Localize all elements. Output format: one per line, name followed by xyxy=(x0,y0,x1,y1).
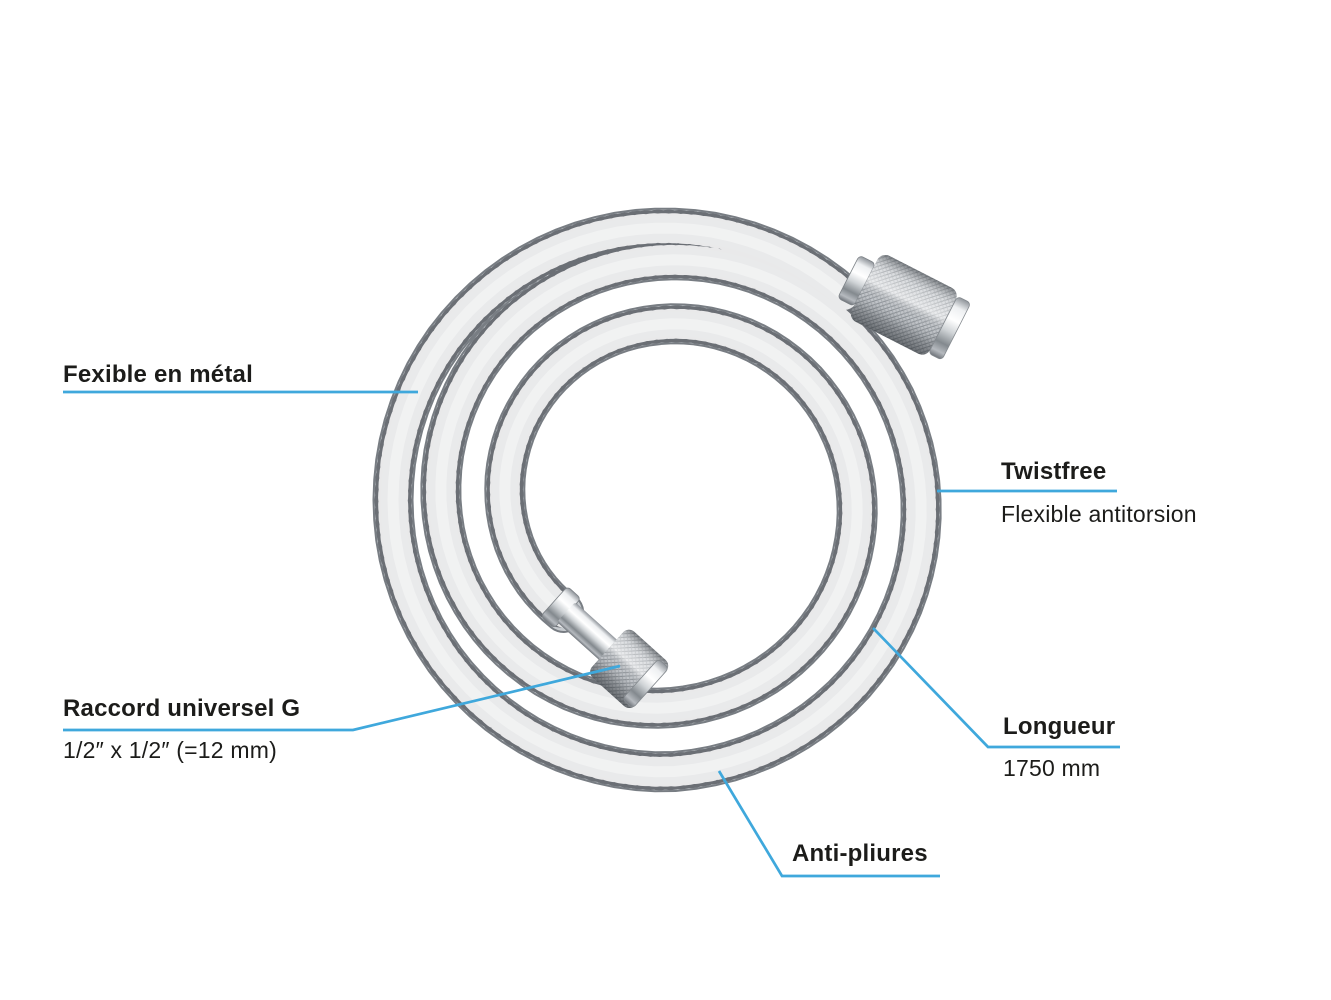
callout-anti-pliures-title: Anti-pliures xyxy=(792,840,928,867)
callout-twistfree-title: Twistfree xyxy=(1001,458,1107,485)
callout-flexible-metal: Fexible en métal xyxy=(63,360,253,389)
callout-line-anti-pliures xyxy=(717,770,940,878)
callout-line-raccord xyxy=(63,664,621,732)
callout-lines xyxy=(63,390,1120,878)
callout-raccord: Raccord universel G xyxy=(63,694,300,723)
callout-flexible-metal-title: Fexible en métal xyxy=(63,361,253,388)
shower-hose-image xyxy=(372,207,942,793)
hose-connector-outlet xyxy=(838,254,970,360)
callout-anti-pliures: Anti-pliures xyxy=(792,839,928,868)
callout-twistfree-subtitle: Flexible antitorsion xyxy=(1001,500,1197,528)
callout-raccord-title: Raccord universel G xyxy=(63,695,301,722)
callout-twistfree: Twistfree xyxy=(1001,457,1106,486)
callout-longueur-subtitle-text: 1750 mm xyxy=(1003,755,1101,781)
callout-longueur: Longueur xyxy=(1003,712,1115,741)
callout-raccord-subtitle-text: 1/2″ x 1/2″ (=12 mm) xyxy=(63,737,277,763)
hose-connector-inlet xyxy=(541,587,669,709)
callout-twistfree-subtitle-text: Flexible antitorsion xyxy=(1001,501,1197,527)
callout-longueur-title: Longueur xyxy=(1003,713,1116,740)
callout-line-longueur xyxy=(872,627,1120,749)
callout-longueur-subtitle: 1750 mm xyxy=(1003,754,1100,782)
callout-raccord-subtitle: 1/2″ x 1/2″ (=12 mm) xyxy=(63,736,277,764)
